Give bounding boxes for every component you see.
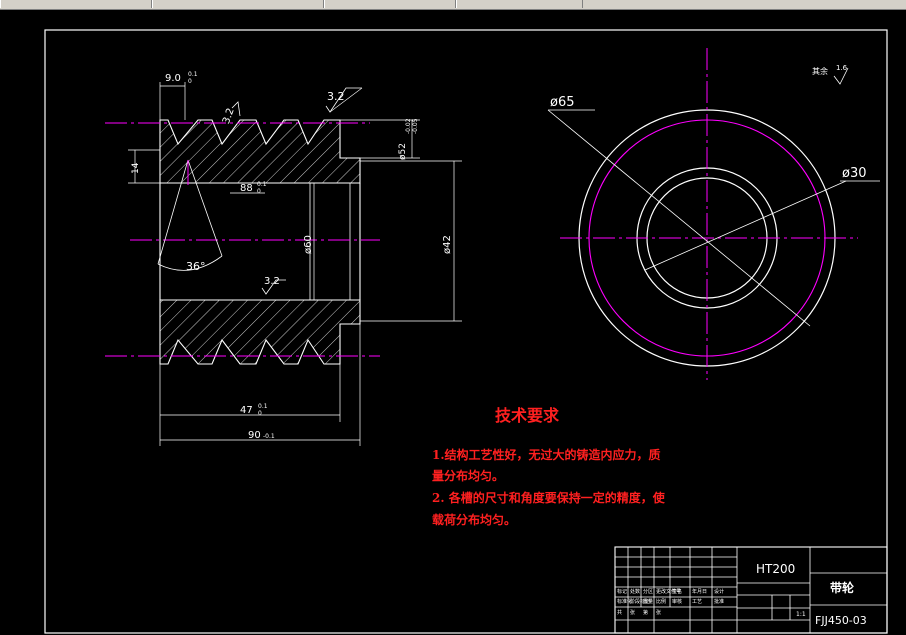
dim-angle-36: 36° [186,260,206,273]
toolbar-segment[interactable] [324,0,456,8]
svg-text:0: 0 [258,410,262,417]
svg-text:0.1: 0.1 [257,181,267,188]
requirement-line-2a: 2. 各槽的尺寸和角度要保持一定的精度，使 [432,491,665,505]
requirement-line-2b: 载荷分布均匀。 [432,513,517,527]
svg-text:1.6: 1.6 [836,64,848,72]
requirement-line-1a: 1.结构工艺性好，无过大的铸造内应力，质 [432,448,661,462]
title-block-label: 张 [630,609,635,616]
part-name: 带轮 [830,580,855,595]
roughness-note: 其余 [812,66,828,76]
svg-text:0: 0 [188,78,192,85]
title-block-label: 工艺 [692,599,702,605]
section-view: 9.0 0.1 0 3.2 3.2 ø52 -0.02 -0.05 14 88 … [105,71,462,446]
title-block-label: 批准 [714,598,724,605]
dim-88: 88 [240,183,253,194]
title-block-label: 第 [643,609,648,616]
lower-hatched-section [159,299,361,365]
svg-text:0: 0 [257,188,261,195]
svg-text:0.1: 0.1 [258,403,268,410]
svg-text:-0.05: -0.05 [412,118,419,134]
scale-label: 1:1 [796,611,806,618]
title-block-label: 签名 [672,588,682,595]
dim-length-47: 47 [240,405,253,416]
title-block-label: 阶段标记 [630,598,650,605]
cad-drawing-canvas[interactable]: 9.0 0.1 0 3.2 3.2 ø52 -0.02 -0.05 14 88 … [0,10,906,635]
drawing-frame [44,29,888,634]
dim-diameter-52: ø52 [398,143,408,160]
toolbar-segment[interactable] [152,0,324,8]
drawing-number: FJJ450-03 [815,614,867,627]
roughness-tooth: 3.2 [221,107,237,126]
dim-14: 14 [131,162,141,174]
dim-outer-42: ø42 [442,235,453,254]
dim-width-9: 9.0 [165,73,181,84]
toolbar-segment[interactable] [456,0,583,8]
title-block-small-labels: 标记处数分区更改文件号签名 年月日设计标准化阶段标记重量比例审核 工艺 批准共 张 第 张 [617,588,724,616]
dim-diameter-65: ø65 [550,95,575,110]
requirement-line-1b: 量分布均匀。 [432,469,505,483]
svg-text:0.1: 0.1 [188,71,198,78]
upper-hatched-section [159,119,361,184]
dim-bore-60: ø60 [303,235,314,254]
title-block-label: 张 [656,609,661,616]
dim-length-90: 90 [248,430,261,441]
title-block-label: 处数 [630,588,640,595]
title-block-label: 年月日 [692,588,707,595]
svg-text:-0.02: -0.02 [405,118,412,134]
title-block-label: 审核 [672,598,682,605]
material-label: HT200 [756,562,795,576]
title-block-label: 比例 [656,598,666,605]
title-block-label: 标准化 [617,598,632,605]
requirements-title: 技术要求 [495,406,560,425]
toolbar-segment[interactable] [0,0,152,8]
dim-diameter-30: ø30 [842,166,867,181]
window-toolbar-strip [0,0,906,10]
title-block-label: 设计 [714,588,724,595]
title-block [614,546,888,634]
title-block-label: 重量 [643,598,653,605]
roughness-bottom: 3.2 [264,276,280,287]
title-block-label: 分区 [643,588,653,595]
title-block-label: 共 [617,609,622,616]
side-view: ø65 ø30 其余 1.6 [547,48,880,380]
roughness-top: 3.2 [327,90,345,103]
title-block-label: 标记 [617,588,627,595]
title-block-label: 更改文件号 [656,588,681,595]
svg-text:-0.1: -0.1 [263,433,275,440]
